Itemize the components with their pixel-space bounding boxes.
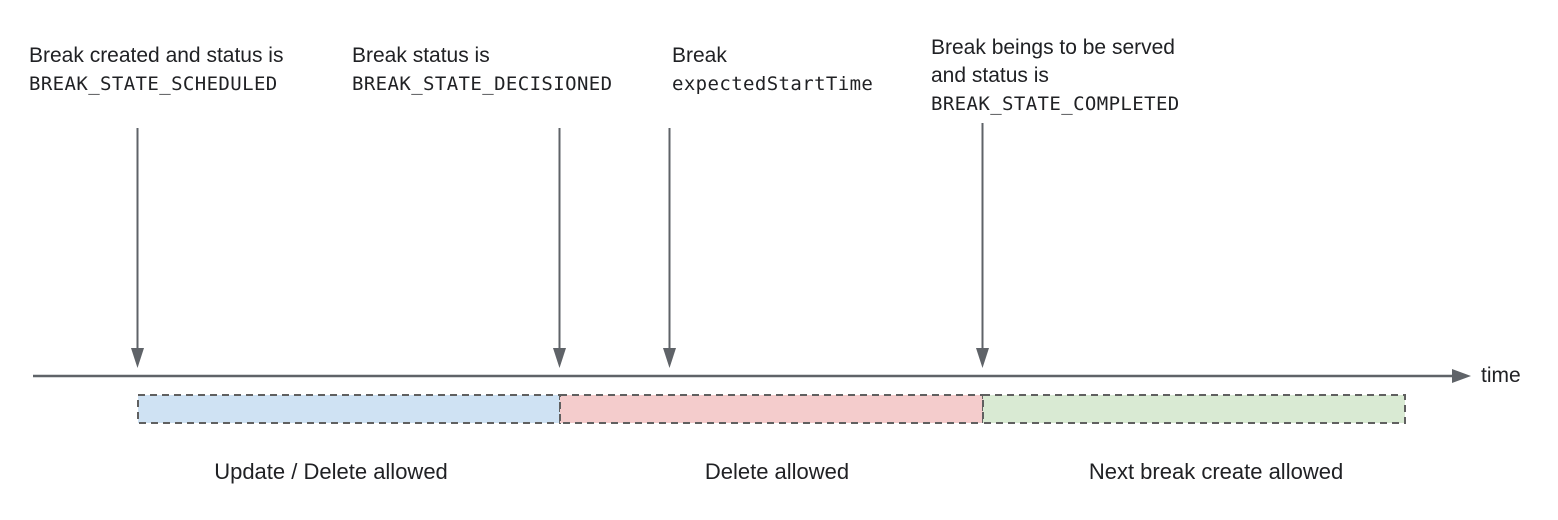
code-break-state-decisioned: BREAK_STATE_DECISIONED <box>352 73 613 95</box>
annotation-text: Break status is <box>352 44 490 67</box>
segment-update-delete-allowed <box>137 394 561 424</box>
annotation-text: Break <box>672 44 727 67</box>
annotation-text: Break created and status is <box>29 44 284 67</box>
segment-delete-allowed <box>559 394 984 424</box>
arrowhead-icon <box>131 348 144 368</box>
arrowhead-icon <box>553 348 566 368</box>
time-axis-label: time <box>1481 364 1521 387</box>
code-break-state-completed: BREAK_STATE_COMPLETED <box>931 93 1180 115</box>
annotation-break-scheduled: Break created and status is BREAK_STATE_… <box>29 42 283 98</box>
down-arrow-decisioned <box>553 128 566 368</box>
annotation-text: and status is <box>931 64 1049 87</box>
arrowhead-icon <box>663 348 676 368</box>
code-break-state-scheduled: BREAK_STATE_SCHEDULED <box>29 73 278 95</box>
annotation-break-completed: Break beings to be served and status is … <box>931 34 1180 118</box>
segment-label-update-delete: Update / Delete allowed <box>214 459 448 484</box>
annotation-text: Break beings to be served <box>931 36 1175 59</box>
segment-label-next-break: Next break create allowed <box>1088 459 1344 484</box>
annotation-break-decisioned: Break status is BREAK_STATE_DECISIONED <box>352 42 612 98</box>
down-arrow-completed <box>976 123 989 368</box>
time-axis <box>33 369 1471 383</box>
axis-arrowhead-icon <box>1452 369 1471 383</box>
down-arrow-expected-start <box>663 128 676 368</box>
annotation-expected-start-time: Break expectedStartTime <box>672 42 873 98</box>
code-expected-start-time: expectedStartTime <box>672 73 874 95</box>
segment-next-break-create-allowed <box>982 394 1406 424</box>
segment-label-delete: Delete allowed <box>704 459 850 484</box>
arrowhead-icon <box>976 348 989 368</box>
down-arrow-scheduled <box>131 128 144 368</box>
